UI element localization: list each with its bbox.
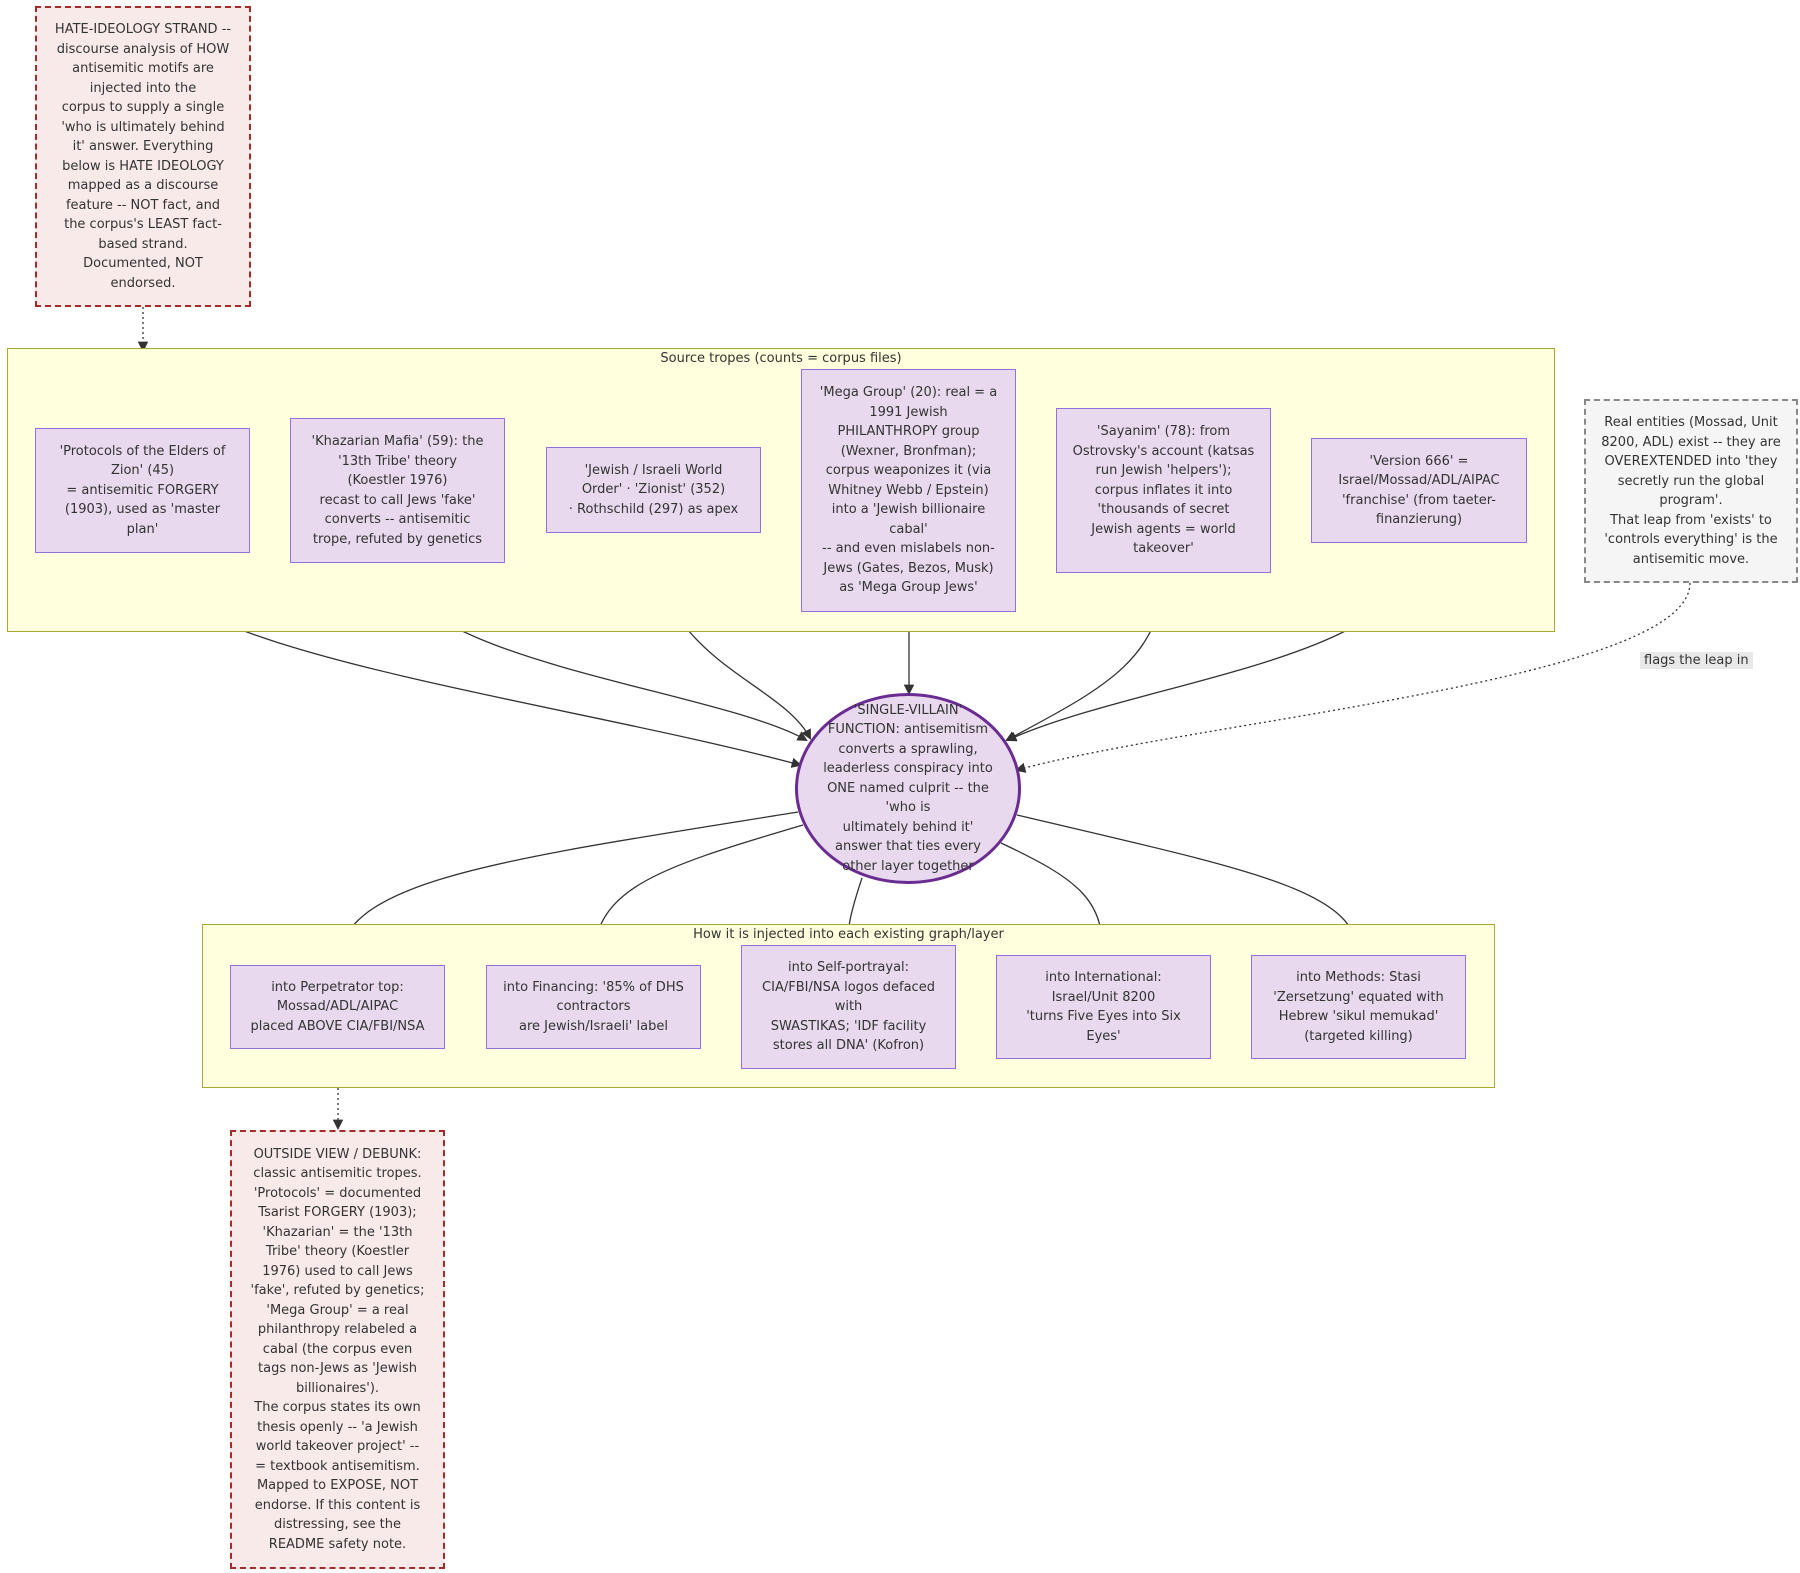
trope-version-666: 'Version 666' = Israel/Mossad/ADL/AIPAC …: [1311, 438, 1527, 543]
outside-view-debunk-note: OUTSIDE VIEW / DEBUNK: classic antisemit…: [230, 1130, 445, 1569]
trope-protocols-text: 'Protocols of the Elders of Zion' (45) =…: [59, 443, 226, 537]
target-methods-text: into Methods: Stasi 'Zersetzung' equated…: [1273, 970, 1444, 1044]
target-perpetrator-text: into Perpetrator top: Mossad/ADL/AIPAC p…: [250, 979, 425, 1034]
trope-sayanim-text: 'Sayanim' (78): from Ostrovsky's account…: [1072, 424, 1255, 557]
target-international: into International: Israel/Unit 8200 'tu…: [996, 955, 1211, 1059]
trope-protocols: 'Protocols of the Elders of Zion' (45) =…: [35, 428, 250, 553]
source-tropes-cluster-label: Source tropes (counts = corpus files): [660, 351, 902, 366]
target-perpetrator: into Perpetrator top: Mossad/ADL/AIPAC p…: [230, 965, 445, 1049]
trope-version-666-text: 'Version 666' = Israel/Mossad/ADL/AIPAC …: [1338, 453, 1500, 528]
trope-world-order-text: 'Jewish / Israeli World Order' · 'Zionis…: [568, 462, 739, 517]
hate-ideology-note: HATE-IDEOLOGY STRAND -- discourse analys…: [35, 6, 251, 307]
edge-realentities-to-center: [1014, 582, 1691, 773]
single-villain-function-text: 'SINGLE-VILLAIN' FUNCTION: antisemitism …: [823, 702, 993, 874]
real-entities-note: Real entities (Mossad, Unit 8200, ADL) e…: [1584, 399, 1798, 583]
outside-view-debunk-text: OUTSIDE VIEW / DEBUNK: classic antisemit…: [250, 1146, 425, 1552]
single-villain-function-node: 'SINGLE-VILLAIN' FUNCTION: antisemitism …: [795, 693, 1021, 884]
trope-mega-group: 'Mega Group' (20): real = a 1991 Jewish …: [801, 369, 1016, 612]
trope-khazarian-mafia-text: 'Khazarian Mafia' (59): the '13th Tribe'…: [311, 434, 484, 547]
trope-sayanim: 'Sayanim' (78): from Ostrovsky's account…: [1056, 408, 1271, 573]
hate-ideology-note-text: HATE-IDEOLOGY STRAND -- discourse analys…: [54, 22, 232, 291]
trope-khazarian-mafia: 'Khazarian Mafia' (59): the '13th Tribe'…: [290, 418, 505, 563]
target-international-text: into International: Israel/Unit 8200 'tu…: [1026, 970, 1181, 1044]
target-self-portrayal: into Self-portrayal: CIA/FBI/NSA logos d…: [741, 945, 956, 1069]
target-financing: into Financing: '85% of DHS contractors …: [486, 965, 701, 1049]
source-tropes-cluster: Source tropes (counts = corpus files): [7, 348, 1555, 632]
injection-cluster-label: How it is injected into each existing gr…: [693, 927, 1004, 942]
target-methods: into Methods: Stasi 'Zersetzung' equated…: [1251, 955, 1466, 1059]
real-entities-note-text: Real entities (Mossad, Unit 8200, ADL) e…: [1601, 415, 1781, 567]
target-financing-text: into Financing: '85% of DHS contractors …: [503, 979, 684, 1034]
flags-the-leap-label: flags the leap in: [1640, 652, 1753, 669]
trope-world-order: 'Jewish / Israeli World Order' · 'Zionis…: [546, 447, 761, 533]
trope-mega-group-text: 'Mega Group' (20): real = a 1991 Jewish …: [819, 385, 998, 596]
target-self-portrayal-text: into Self-portrayal: CIA/FBI/NSA logos d…: [762, 960, 935, 1054]
